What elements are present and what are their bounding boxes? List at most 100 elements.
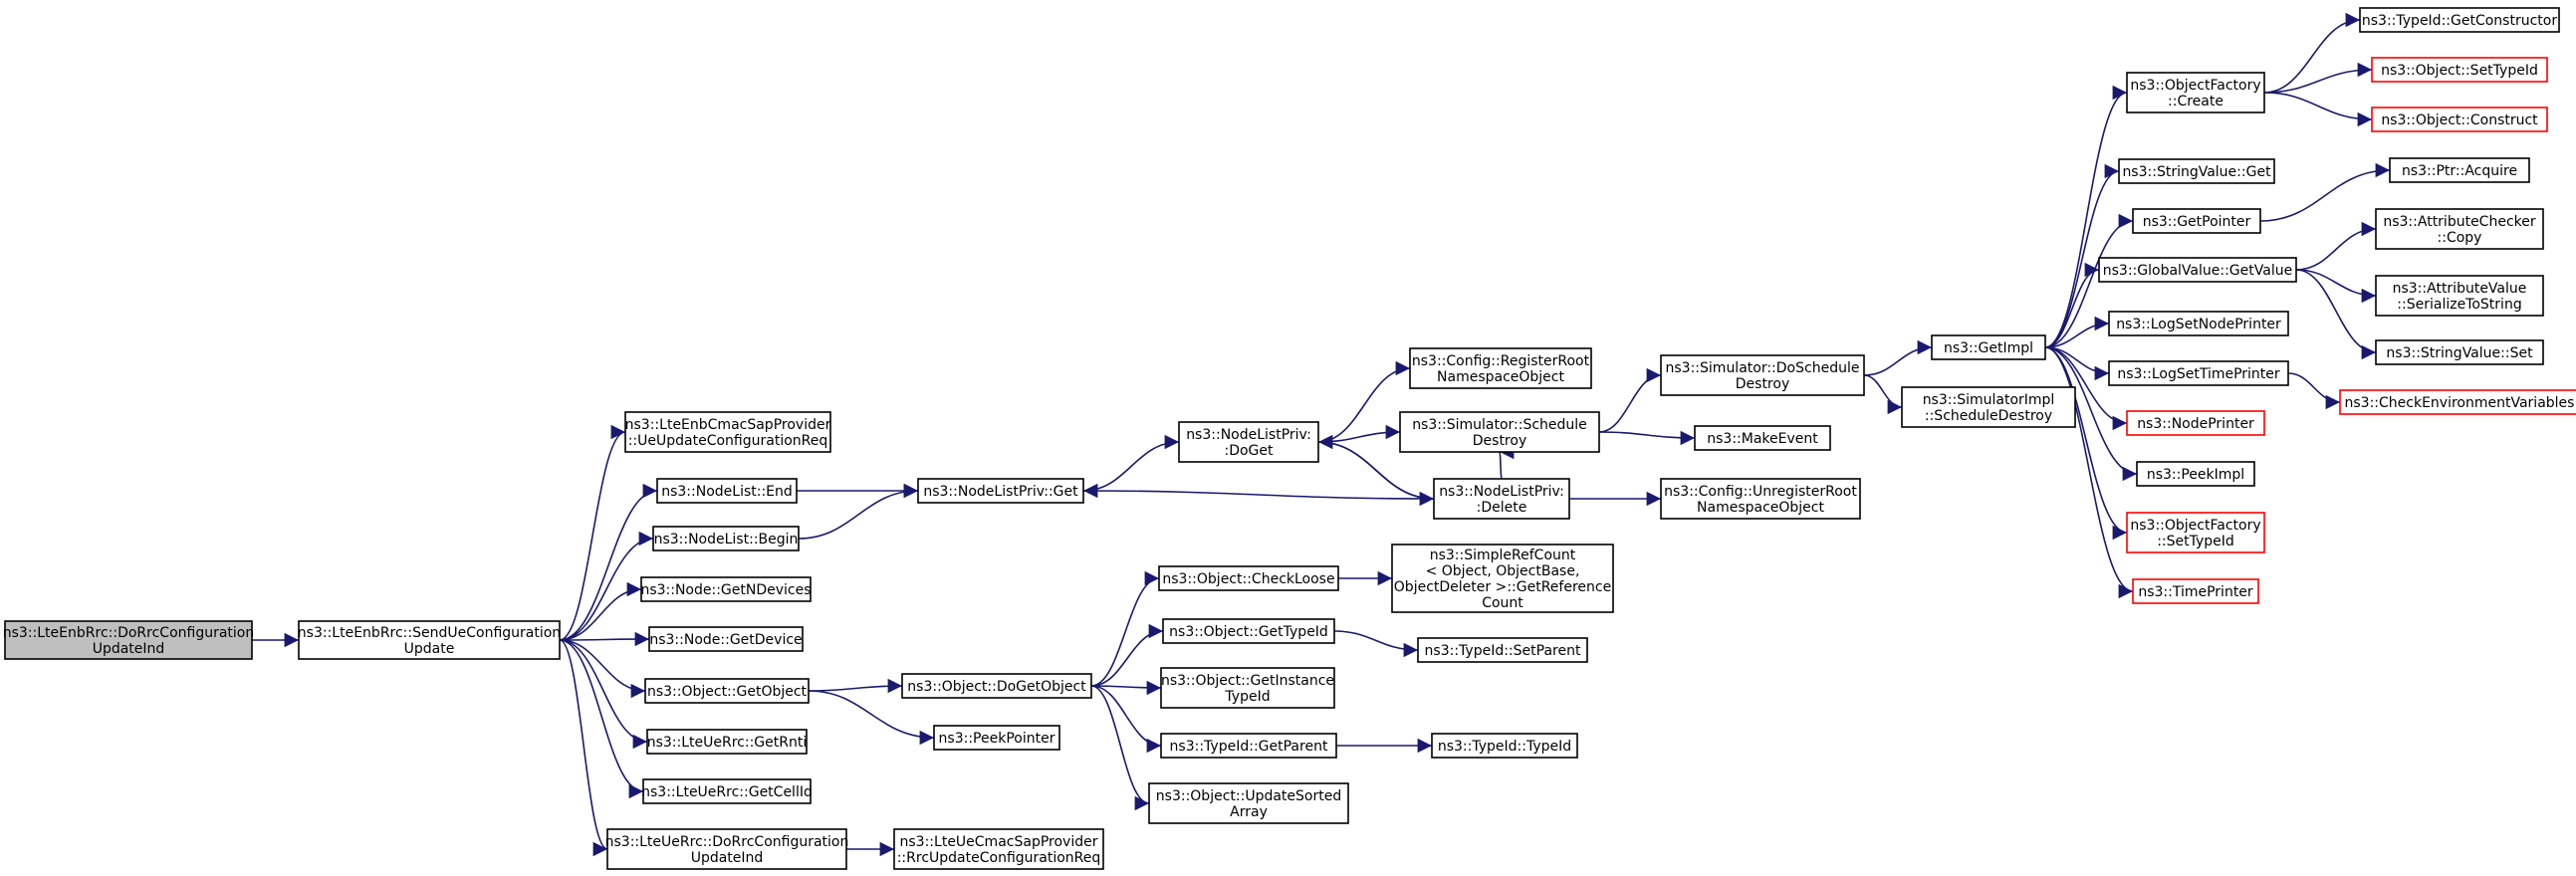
node-timeprinter[interactable]: ns3::TimePrinter <box>2132 578 2259 604</box>
node-strget[interactable]: ns3::StringValue::Get <box>2118 158 2275 184</box>
node-box[interactable] <box>2359 7 2560 33</box>
node-box[interactable] <box>1901 386 2076 428</box>
node-send[interactable]: ns3::LteEnbRrc::SendUeConfigurationUpdat… <box>298 620 561 660</box>
node-ueupd[interactable]: ns3::LteEnbCmacSapProvider::UeUpdateConf… <box>624 411 831 453</box>
node-box[interactable] <box>1417 637 1588 663</box>
node-getrnti[interactable]: ns3::LteUeRrc::GetRnti <box>646 729 808 755</box>
node-box[interactable] <box>1399 411 1600 453</box>
node-box[interactable] <box>1431 733 1578 759</box>
node-box[interactable] <box>656 478 798 504</box>
node-simimpl[interactable]: ns3::SimulatorImpl::ScheduleDestroy <box>1901 386 2076 428</box>
node-box[interactable] <box>2118 158 2275 184</box>
node-box[interactable] <box>2132 208 2261 234</box>
node-setparent[interactable]: ns3::TypeId::SetParent <box>1417 637 1588 663</box>
node-tidtid[interactable]: ns3::TypeId::TypeId <box>1431 733 1578 759</box>
node-getimpl[interactable]: ns3::GetImpl <box>1931 334 2046 360</box>
node-box[interactable] <box>2126 512 2265 553</box>
node-simsched[interactable]: ns3::Simulator::ScheduleDestroy <box>1399 411 1600 453</box>
node-getptr[interactable]: ns3::GetPointer <box>2132 208 2261 234</box>
node-box[interactable] <box>2371 107 2548 132</box>
node-chkloose[interactable]: ns3::Object::CheckLoose <box>1158 565 1339 591</box>
node-box[interactable] <box>1391 544 1614 613</box>
node-box[interactable] <box>1158 565 1339 591</box>
node-logtime[interactable]: ns3::LogSetTimePrinter <box>2108 360 2289 386</box>
node-box[interactable] <box>2108 311 2289 336</box>
node-box[interactable] <box>901 673 1092 699</box>
node-simplerc[interactable]: ns3::SimpleRefCount< Object, ObjectBase,… <box>1391 544 1614 613</box>
node-gvgetval[interactable]: ns3::GlobalValue::GetValue <box>2098 257 2297 283</box>
node-box[interactable] <box>1660 354 1865 396</box>
node-objsettid[interactable]: ns3::Object::SetTypeId <box>2371 57 2548 83</box>
node-lognode[interactable]: ns3::LogSetNodePrinter <box>2108 311 2289 336</box>
node-peekptr[interactable]: ns3::PeekPointer <box>933 725 1060 751</box>
node-makeevent[interactable]: ns3::MakeEvent <box>1694 425 1831 451</box>
node-nlpdoget[interactable]: ns3::NodeListPriv::DoGet <box>1178 421 1319 463</box>
node-ptracq[interactable]: ns3::Ptr::Acquire <box>2389 157 2530 183</box>
node-box[interactable] <box>2339 389 2576 415</box>
node-box[interactable] <box>2375 275 2544 317</box>
node-box[interactable] <box>2126 72 2265 113</box>
node-box[interactable] <box>640 576 812 602</box>
node-box[interactable] <box>4 620 253 660</box>
node-ofsettid[interactable]: ns3::ObjectFactory::SetTypeId <box>2126 512 2265 553</box>
node-box[interactable] <box>642 778 812 804</box>
node-box[interactable] <box>917 478 1084 504</box>
node-attrchk[interactable]: ns3::AttributeChecker::Copy <box>2375 208 2544 250</box>
node-peekimpl[interactable]: ns3::PeekImpl <box>2136 461 2255 487</box>
node-nodeprinter[interactable]: ns3::NodePrinter <box>2126 410 2265 436</box>
node-box[interactable] <box>1409 347 1592 389</box>
node-nlbegin[interactable]: ns3::NodeList::Begin <box>652 526 800 551</box>
node-checkenv[interactable]: ns3::CheckEnvironmentVariables <box>2339 389 2576 415</box>
node-tidparent[interactable]: ns3::TypeId::GetParent <box>1160 733 1337 759</box>
node-box[interactable] <box>624 411 831 453</box>
node-getndev[interactable]: ns3::Node::GetNDevices <box>640 576 812 602</box>
node-attrval[interactable]: ns3::AttributeValue::SerializeToString <box>2375 275 2544 317</box>
node-objconstruct[interactable]: ns3::Object::Construct <box>2371 107 2548 132</box>
node-getctor[interactable]: ns3::TypeId::GetConstructor <box>2359 7 2560 33</box>
node-nlpget[interactable]: ns3::NodeListPriv::Get <box>917 478 1084 504</box>
node-box[interactable] <box>646 729 808 755</box>
node-cfgunreg[interactable]: ns3::Config::UnregisterRootNamespaceObje… <box>1660 478 1861 520</box>
node-box[interactable] <box>2136 461 2255 487</box>
node-box[interactable] <box>2375 339 2544 365</box>
node-box[interactable] <box>1931 334 2046 360</box>
node-uedorrc[interactable]: ns3::LteUeRrc::DoRrcConfigurationUpdateI… <box>605 828 849 870</box>
node-gettypeid[interactable]: ns3::Object::GetTypeId <box>1162 618 1335 644</box>
node-root[interactable]: ns3::LteEnbRrc::DoRrcConfigurationUpdate… <box>3 620 255 660</box>
node-nlend[interactable]: ns3::NodeList::End <box>656 478 798 504</box>
node-box[interactable] <box>933 725 1060 751</box>
node-box[interactable] <box>298 620 561 660</box>
node-box[interactable] <box>893 828 1104 870</box>
node-box[interactable] <box>1160 733 1337 759</box>
node-box[interactable] <box>1433 478 1570 520</box>
node-ueprov[interactable]: ns3::LteUeCmacSapProvider::RrcUpdateConf… <box>893 828 1104 870</box>
node-box[interactable] <box>2375 208 2544 250</box>
node-getobj[interactable]: ns3::Object::GetObject <box>644 678 810 704</box>
node-dogetobj[interactable]: ns3::Object::DoGetObject <box>901 673 1092 699</box>
node-box[interactable] <box>1160 667 1335 709</box>
node-box[interactable] <box>2098 257 2297 283</box>
node-box[interactable] <box>1148 782 1349 824</box>
node-box[interactable] <box>648 626 804 652</box>
node-box[interactable] <box>1660 478 1861 520</box>
node-nlpdelete[interactable]: ns3::NodeListPriv::Delete <box>1433 478 1570 520</box>
node-box[interactable] <box>2389 157 2530 183</box>
node-box[interactable] <box>2126 410 2265 436</box>
node-getcell[interactable]: ns3::LteUeRrc::GetCellId <box>641 778 813 804</box>
node-box[interactable] <box>1178 421 1319 463</box>
node-getdev[interactable]: ns3::Node::GetDevice <box>648 626 804 652</box>
node-ofcreate[interactable]: ns3::ObjectFactory::Create <box>2126 72 2265 113</box>
node-box[interactable] <box>1694 425 1831 451</box>
node-box[interactable] <box>2108 360 2289 386</box>
node-box[interactable] <box>1162 618 1335 644</box>
node-strset[interactable]: ns3::StringValue::Set <box>2375 339 2544 365</box>
node-box[interactable] <box>2371 57 2548 83</box>
node-box[interactable] <box>644 678 810 704</box>
node-box[interactable] <box>2132 578 2259 604</box>
node-box[interactable] <box>606 828 847 870</box>
node-box[interactable] <box>652 526 800 551</box>
